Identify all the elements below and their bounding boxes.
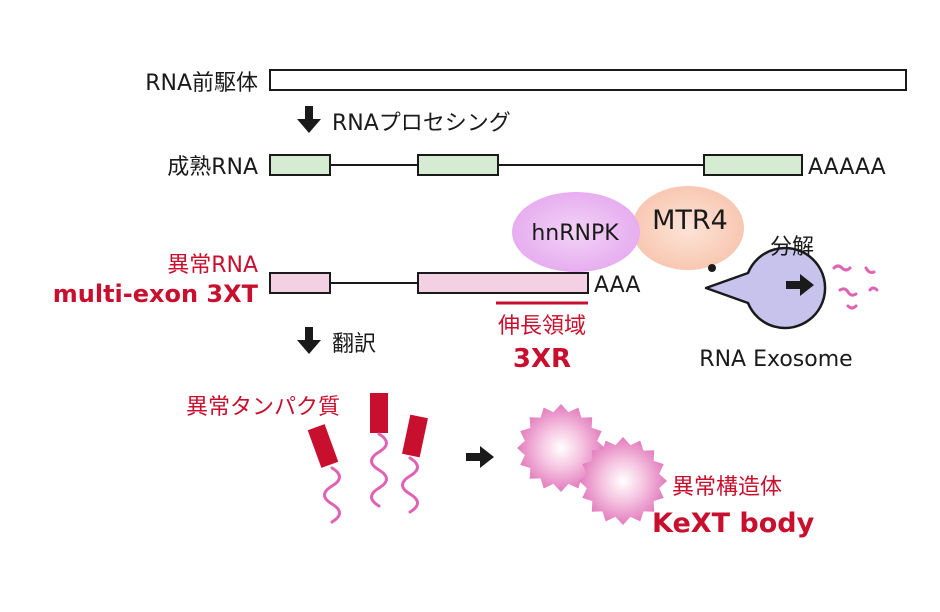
region-3xr-label: 3XR	[513, 344, 571, 374]
abnormal-polya: AAA	[594, 273, 640, 298]
right-arrow-icon	[786, 274, 814, 296]
mature-rna	[269, 154, 803, 176]
abnormal-rna-label: 異常RNA	[167, 253, 258, 278]
mature-label: 成熟RNA	[167, 155, 258, 180]
abnormal-rna	[269, 272, 589, 294]
hnrnpk-blob	[512, 192, 640, 272]
fragment-icon	[832, 264, 879, 310]
degradation-label: 分解	[770, 235, 814, 260]
exon-3	[703, 154, 803, 176]
precursor-label: RNA前駆体	[145, 71, 258, 96]
aggregate-burst-icon	[517, 404, 605, 492]
protein-block-3	[402, 414, 428, 458]
translation-label: 翻訳	[332, 332, 376, 357]
multi-exon-label: multi-exon 3XT	[53, 280, 259, 308]
precursor-bar	[269, 69, 907, 91]
mtr4-label: MTR4	[652, 205, 728, 236]
exon-1	[269, 154, 331, 176]
mature-polya: AAAAA	[808, 155, 886, 180]
protein-chain-3	[401, 456, 419, 514]
protein-chain-2	[370, 432, 388, 508]
protein-block-1	[307, 424, 339, 468]
right-arrow-icon	[466, 446, 494, 468]
mtr4-blob	[632, 186, 744, 270]
exosome-eye	[708, 264, 716, 272]
down-arrow-icon	[297, 106, 321, 133]
kext-body-label: KeXT body	[652, 508, 815, 539]
protein-chain-1	[323, 466, 341, 524]
abnormal-structure-label: 異常構造体	[672, 475, 782, 500]
abnormal-exon-2	[417, 272, 589, 294]
exosome-label: RNA Exosome	[699, 347, 852, 372]
exosome-pacman-icon	[704, 246, 827, 330]
abnormal-protein-label: 異常タンパク質	[186, 395, 340, 420]
hnrnpk-label: hnRNPK	[531, 221, 619, 246]
exon-2	[417, 154, 499, 176]
processing-label: RNAプロセシング	[332, 111, 511, 136]
abnormal-protein-group	[307, 393, 428, 524]
aggregate-burst-icon	[579, 437, 667, 525]
abnormal-exon-1	[269, 272, 331, 294]
down-arrow-icon	[297, 327, 321, 354]
extension-region-label: 伸長領域	[498, 314, 586, 339]
protein-block-2	[370, 393, 388, 433]
